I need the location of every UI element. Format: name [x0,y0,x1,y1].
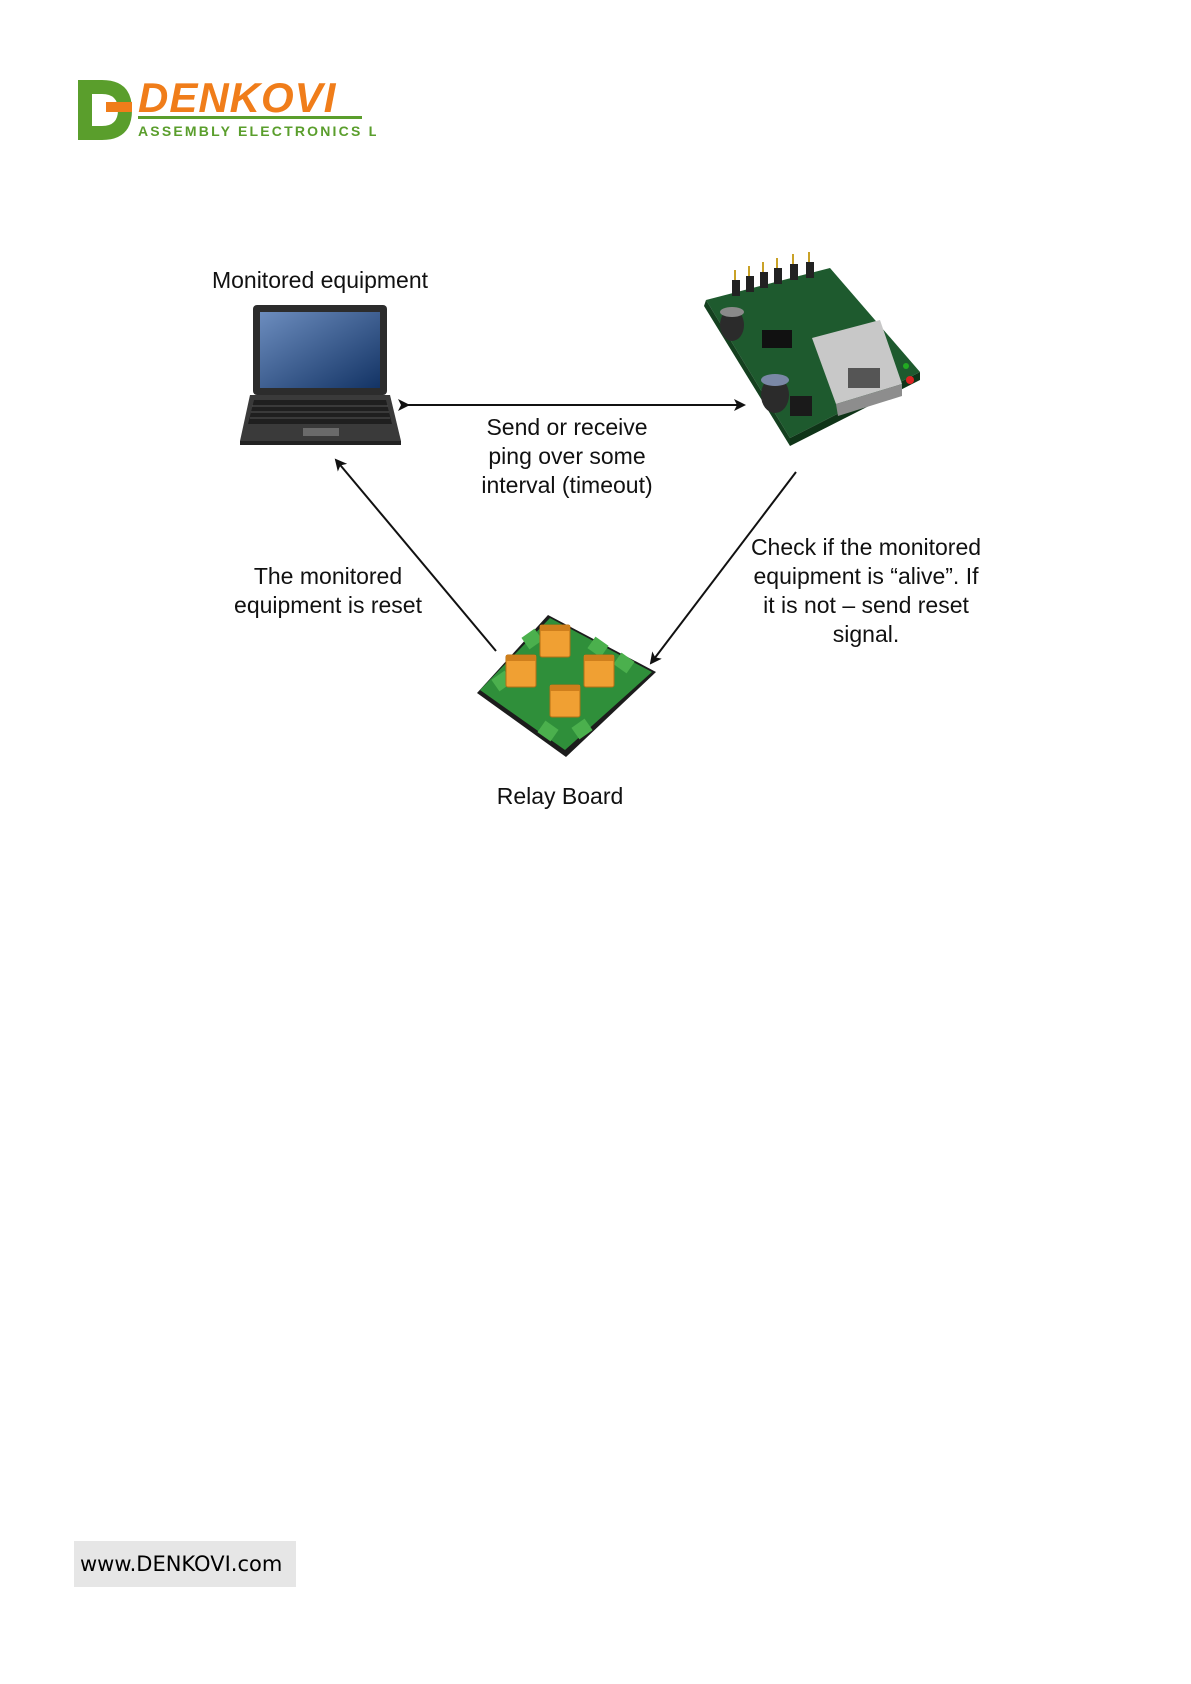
monitored-equipment-label: Monitored equipment [200,266,440,295]
reset-line: equipment is reset [218,591,438,620]
laptop-icon [240,305,401,445]
ethernet-controller-board-icon [704,252,920,446]
check-line: equipment is “alive”. If [736,562,996,591]
relay-board-icon [477,615,656,757]
ping-line: ping over some [462,442,672,471]
reset-edge-label: The monitored equipment is reset [218,562,438,620]
check-line: it is not – send reset [736,591,996,620]
ping-edge-label: Send or receive ping over some interval … [462,413,672,500]
relay-board-label: Relay Board [470,782,650,811]
footer-website-link[interactable]: www.DENKOVI.com [74,1541,296,1587]
reset-line: The monitored [218,562,438,591]
check-line: signal. [736,620,996,649]
ping-line: interval (timeout) [462,471,672,500]
check-edge-label: Check if the monitored equipment is “ali… [736,533,996,649]
check-line: Check if the monitored [736,533,996,562]
ping-line: Send or receive [462,413,672,442]
